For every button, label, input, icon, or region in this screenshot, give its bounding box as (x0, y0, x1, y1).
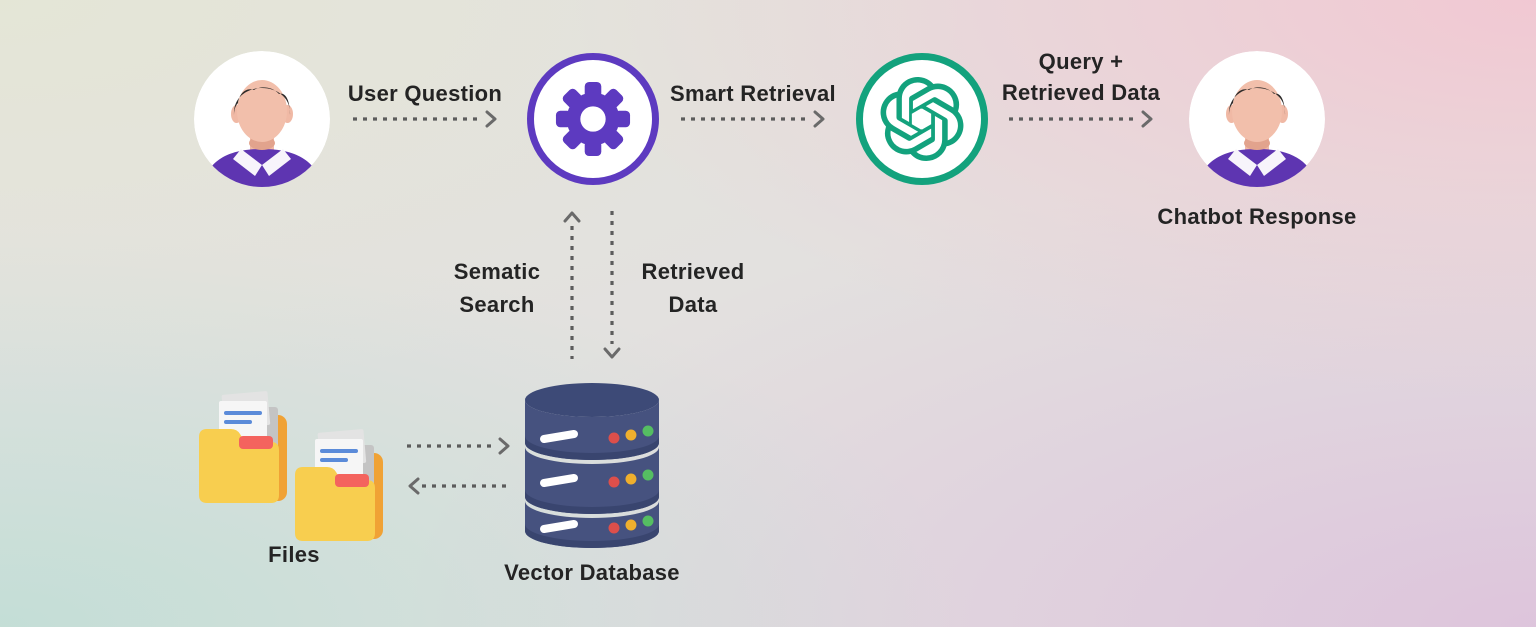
vector-database-label: Vector Database (504, 560, 680, 585)
arrow-user-question (353, 110, 497, 128)
llm-node (856, 53, 988, 185)
user-avatar-icon (194, 51, 330, 187)
chatbot-response-label: Chatbot Response (1157, 204, 1357, 229)
edge-label-retrieved-data: Retrieved Data (641, 259, 745, 317)
database-icon (525, 383, 659, 551)
arrow-files-to-db (407, 437, 510, 455)
edge-label-user-question: User Question (347, 81, 503, 106)
chatbot-avatar-icon (1189, 51, 1325, 187)
arrow-query-retrieved (1009, 110, 1153, 128)
files-label: Files (268, 542, 320, 567)
folder-icon-back (193, 391, 293, 509)
folder-icon-front (289, 429, 389, 547)
arrow-db-to-files (408, 477, 511, 495)
gear-icon (555, 81, 631, 157)
edge-label-sematic-search: Sematic Search (453, 259, 541, 317)
openai-logo-icon (880, 77, 964, 161)
edge-label-smart-retrieval: Smart Retrieval (670, 81, 836, 106)
arrow-sematic-search-up (563, 211, 581, 359)
arrow-retrieved-data-down (603, 211, 621, 359)
arrow-smart-retrieval (681, 110, 825, 128)
query-processor-node (527, 53, 659, 185)
edge-label-query-retrieved: Query + Retrieved Data (1001, 49, 1161, 105)
